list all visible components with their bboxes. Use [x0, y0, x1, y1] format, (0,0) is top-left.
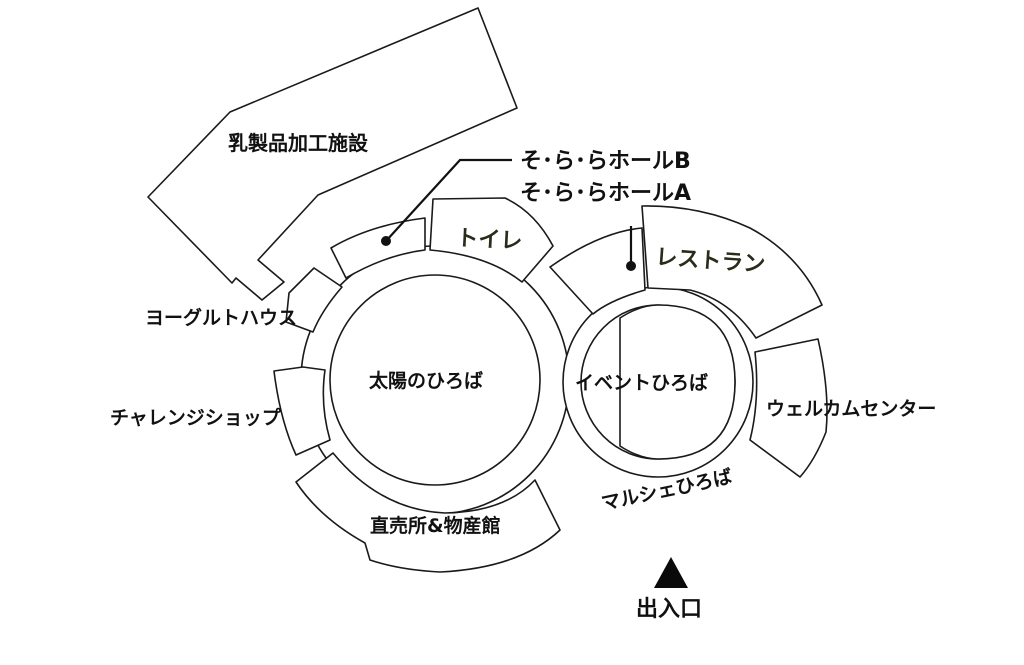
sora-hall-b-leader — [385, 158, 512, 242]
dot-pin-icon — [626, 261, 636, 271]
yogurt-house-label: ヨーグルトハウス — [145, 306, 297, 329]
event-plaza-label: イベントひろば — [575, 372, 708, 394]
triangle-up-icon — [654, 557, 688, 588]
challenge-shop-room[interactable] — [273, 366, 331, 456]
sora-hall-a-label: そ･ら･らホールA — [520, 181, 691, 206]
sora-hall-b-room[interactable] — [330, 217, 426, 279]
direct-sales-room[interactable] — [295, 452, 561, 573]
dot-pin-icon — [381, 236, 391, 246]
sora-hall-b-label: そ･ら･らホールB — [520, 149, 691, 174]
toilet-room[interactable] — [429, 197, 554, 283]
sun-plaza[interactable] — [329, 274, 541, 486]
sora-hall-a-room[interactable] — [549, 227, 646, 315]
event-plaza[interactable] — [619, 304, 736, 460]
entrance-label: 出入口 — [636, 597, 702, 622]
challenge-shop-label: チャレンジショップ — [110, 406, 282, 429]
restaurant-room[interactable] — [641, 205, 823, 339]
direct-sales-label: 直売所&物産館 — [370, 514, 501, 537]
welcome-center-label: ウェルカムセンター — [766, 398, 936, 420]
welcome-center-room[interactable] — [749, 338, 828, 478]
toilet-label: トイレ — [456, 226, 523, 254]
yogurt-house-room[interactable] — [285, 267, 343, 333]
dairy-processing-building[interactable] — [147, 7, 518, 301]
sun-plaza-label: 太陽のひろば — [369, 369, 483, 392]
dairy-processing-label: 乳製品加工施設 — [228, 131, 369, 155]
